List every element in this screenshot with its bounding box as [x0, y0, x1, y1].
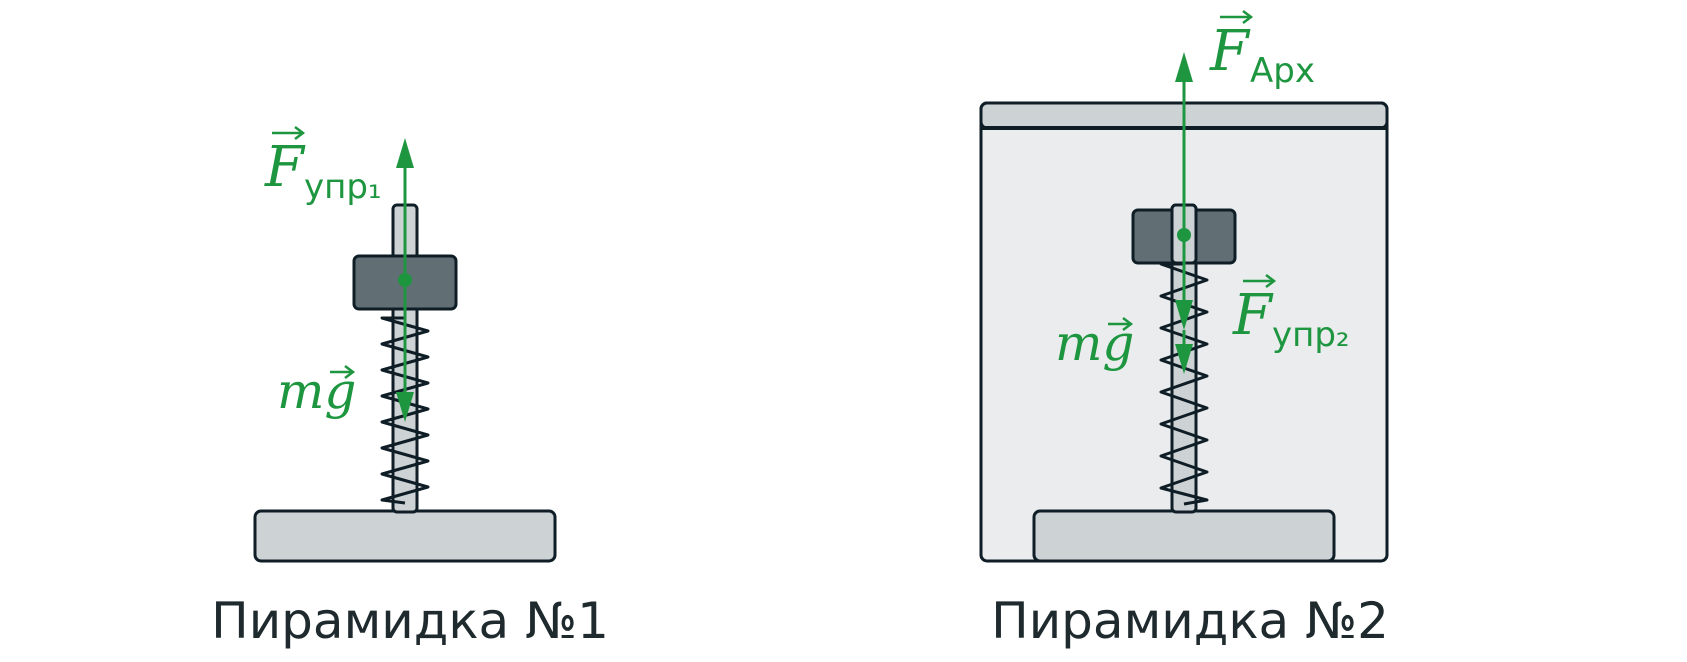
- pyramid-2-base: [1032, 509, 1336, 563]
- vector-arrow-head-icon: [344, 365, 356, 379]
- pyramid-2-center-dot: [1177, 228, 1191, 242]
- pyramid-2-gravity-label: mg: [1055, 314, 1134, 372]
- pyramid-2-force-spring-label: F упр₂: [1232, 274, 1350, 355]
- pyramid-2-force-up-subscript: Арх: [1250, 51, 1315, 91]
- vector-arrow-head-icon: [294, 126, 306, 140]
- pyramid-2-force-spring-subscript: упр₂: [1272, 315, 1350, 355]
- pyramid-2-force-spring-symbol: F: [1232, 283, 1274, 348]
- pyramid-1-gravity-symbol: mg: [277, 362, 356, 420]
- pyramid-2-gravity-symbol: mg: [1055, 314, 1134, 372]
- vector-arrow-head-icon: [1242, 10, 1254, 24]
- pyramid-1-spring: [380, 316, 430, 505]
- pyramid-1: F упр₁ mg Пирамидка №1: [211, 126, 609, 650]
- pyramid-2-gravity-arrowhead: [1175, 344, 1193, 374]
- pyramid-2: F Арх F упр₂ mg Пирамидка №2: [979, 10, 1389, 650]
- vector-arrow-head-icon: [1122, 317, 1134, 331]
- pyramid-1-force-up-symbol: F: [264, 135, 306, 200]
- pyramid-2-force-up-label: F Арх: [1209, 10, 1315, 91]
- pyramid-2-force-up-arrowhead: [1175, 52, 1193, 82]
- pyramid-1-base: [253, 509, 557, 563]
- pyramid-2-spring: [1159, 262, 1209, 506]
- pyramid-1-center-dot: [398, 273, 412, 287]
- pyramid-1-caption: Пирамидка №1: [211, 592, 609, 650]
- vector-arrow-head-icon: [1265, 274, 1277, 288]
- pyramid-1-force-up-arrowhead: [396, 138, 414, 168]
- pyramid-2-force-spring-arrowhead: [1175, 300, 1193, 330]
- pyramid-1-force-up-label: F упр₁: [264, 126, 382, 207]
- pyramid-1-gravity-label: mg: [277, 362, 356, 420]
- pyramid-1-gravity-arrowhead: [396, 392, 414, 422]
- pyramid-2-force-up-symbol: F: [1209, 19, 1251, 84]
- pyramid-1-force-up-subscript: упр₁: [304, 167, 382, 207]
- pyramid-2-caption: Пирамидка №2: [991, 592, 1389, 650]
